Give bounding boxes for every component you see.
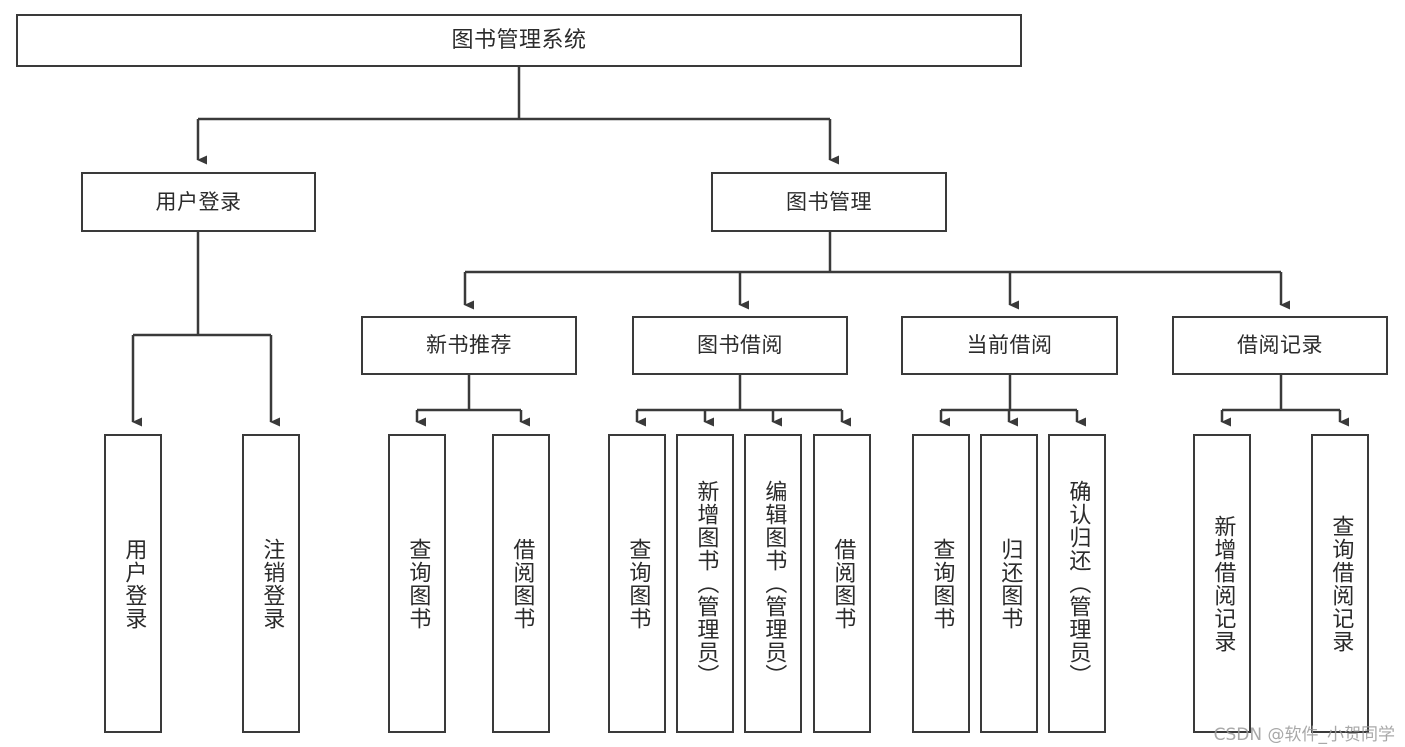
connector-newbook-to-leaves xyxy=(415,375,530,427)
node-leaf-return-book-label: 归还图书 xyxy=(997,537,1023,630)
node-leaf-query-book-borrow[interactable]: 查询图书 xyxy=(608,434,666,733)
node-leaf-user-login-label: 用户登录 xyxy=(121,537,147,630)
node-leaf-confirm-return-admin-label: 确认归还（管理员） xyxy=(1065,480,1091,687)
node-leaf-borrow-book-label: 借阅图书 xyxy=(830,537,856,630)
node-leaf-borrow-book[interactable]: 借阅图书 xyxy=(813,434,871,733)
node-leaf-query-book-recommend-label: 查询图书 xyxy=(405,537,431,630)
connector-root-to-level2 xyxy=(196,67,839,165)
connector-bookmgmt-to-level3 xyxy=(463,232,1290,310)
node-leaf-return-book[interactable]: 归还图书 xyxy=(980,434,1038,733)
node-current-borrow-label: 当前借阅 xyxy=(966,333,1053,358)
node-leaf-query-borrow-record[interactable]: 查询借阅记录 xyxy=(1311,434,1369,733)
node-leaf-user-login[interactable]: 用户登录 xyxy=(104,434,162,733)
node-leaf-edit-book-admin[interactable]: 编辑图书（管理员） xyxy=(744,434,802,733)
node-leaf-query-borrow-record-label: 查询借阅记录 xyxy=(1328,514,1354,653)
node-leaf-logout[interactable]: 注销登录 xyxy=(242,434,300,733)
node-leaf-edit-book-admin-label: 编辑图书（管理员） xyxy=(761,480,787,687)
node-user-login-label: 用户登录 xyxy=(155,189,242,214)
node-leaf-add-book-admin-label: 新增图书（管理员） xyxy=(693,480,719,687)
node-leaf-query-book-current-label: 查询图书 xyxy=(929,537,955,630)
node-new-book-recommend-label: 新书推荐 xyxy=(426,333,512,358)
node-leaf-add-borrow-record[interactable]: 新增借阅记录 xyxy=(1193,434,1251,733)
connector-userlogin-to-leaves xyxy=(131,232,280,427)
node-book-borrow[interactable]: 图书借阅 xyxy=(632,316,848,375)
node-borrow-record-label: 借阅记录 xyxy=(1237,333,1323,358)
node-book-borrow-label: 图书借阅 xyxy=(697,333,783,358)
connector-currentborrow-to-leaves xyxy=(939,375,1086,427)
node-borrow-record[interactable]: 借阅记录 xyxy=(1172,316,1388,375)
node-leaf-borrow-book-recommend-label: 借阅图书 xyxy=(509,537,535,630)
node-leaf-logout-label: 注销登录 xyxy=(259,537,285,630)
node-leaf-query-book-current[interactable]: 查询图书 xyxy=(912,434,970,733)
node-leaf-query-book-borrow-label: 查询图书 xyxy=(625,537,651,630)
node-leaf-borrow-book-recommend[interactable]: 借阅图书 xyxy=(492,434,550,733)
node-leaf-add-book-admin[interactable]: 新增图书（管理员） xyxy=(676,434,734,733)
node-current-borrow[interactable]: 当前借阅 xyxy=(901,316,1118,375)
node-root-system[interactable]: 图书管理系统 xyxy=(16,14,1022,67)
node-user-login[interactable]: 用户登录 xyxy=(81,172,316,232)
node-book-management[interactable]: 图书管理 xyxy=(711,172,947,232)
node-root-system-label: 图书管理系统 xyxy=(451,27,587,53)
node-new-book-recommend[interactable]: 新书推荐 xyxy=(361,316,577,375)
connector-borrowrecord-to-leaves xyxy=(1220,375,1349,427)
node-leaf-query-book-recommend[interactable]: 查询图书 xyxy=(388,434,446,733)
node-book-management-label: 图书管理 xyxy=(786,189,872,214)
node-leaf-confirm-return-admin[interactable]: 确认归还（管理员） xyxy=(1048,434,1106,733)
connector-bookborrow-to-leaves xyxy=(635,375,851,427)
node-leaf-add-borrow-record-label: 新增借阅记录 xyxy=(1210,514,1236,653)
